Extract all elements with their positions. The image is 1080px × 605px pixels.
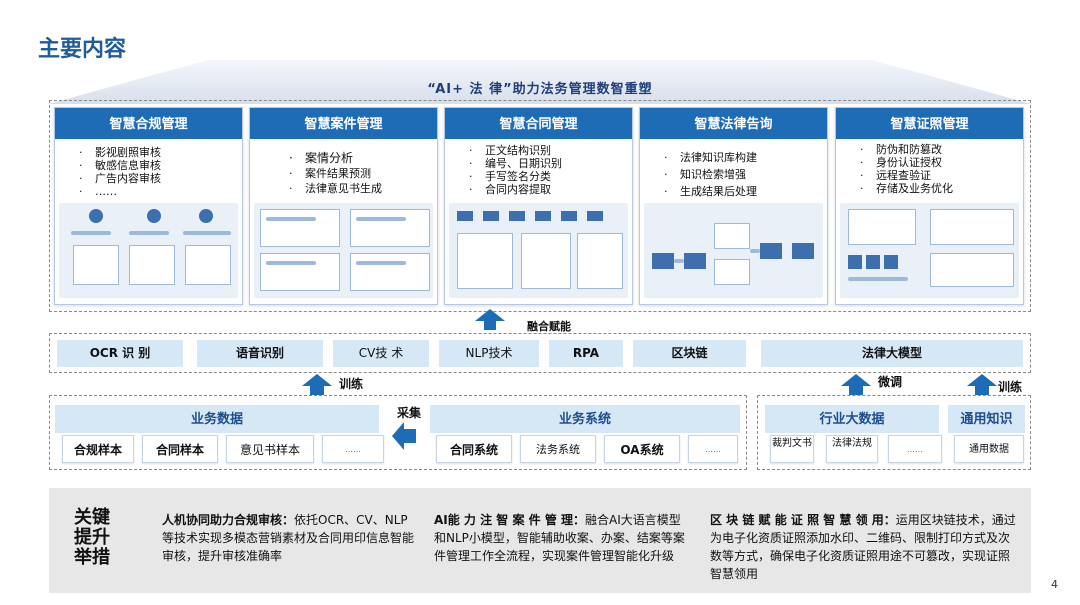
fusion-arrow-stem (484, 320, 496, 330)
card-item: 案情分析 (289, 151, 437, 166)
data-item: 合同样本 (142, 435, 218, 463)
card-item: 身份认证授权 (860, 156, 1023, 169)
data-item: …… (322, 435, 384, 463)
finetune-label: 微调 (878, 375, 903, 389)
general-item: 通用数据 (954, 435, 1024, 463)
train-arrow-icon (302, 374, 332, 386)
card-item: 编号、日期识别 (469, 157, 632, 170)
card-item: 防伪和防篡改 (860, 143, 1023, 156)
fusion-label: 融合赋能 (527, 320, 571, 333)
card-item: 生成结果后处理 (664, 183, 827, 200)
industry-item: …… (888, 435, 942, 463)
business-system-title: 业务系统 (430, 405, 740, 433)
measure-body: 融合AI大语言模型和NLP小模型，智能辅助收案、办案、结案等案件管理工作全流程，… (434, 513, 685, 563)
general-knowledge-title: 通用知识 (948, 405, 1025, 433)
card-item: 正文结构识别 (469, 144, 632, 157)
data-item: 合规样本 (62, 435, 134, 463)
train2-label: 训练 (998, 380, 1023, 394)
roof-caption: “AI+ 法 律”助力法务管理数智重塑 (427, 82, 653, 97)
card-items: 案情分析 案件结果预测 法律意见书生成 (250, 139, 437, 196)
measure-body: 依托OCR、CV、NLP 等技术实现多模态营销素材及合同用印信息智能审核，提升审… (162, 513, 415, 563)
card-item: 广告内容审核 (79, 172, 242, 185)
business-data-title: 业务数据 (55, 405, 379, 433)
collect-label: 采集 (397, 406, 422, 420)
page-title: 主要内容 (38, 37, 127, 62)
card-items: 防伪和防篡改 身份认证授权 远程查验证 存储及业务优化 (836, 139, 1023, 195)
key-measures-label: 关键提升举措 (74, 507, 110, 568)
card-title: 智慧案件管理 (250, 108, 437, 139)
card-item: 案件结果预测 (289, 166, 437, 181)
tech-nlp: NLP技术 (439, 340, 539, 367)
card-title: 智慧法律告询 (640, 108, 827, 139)
card-item: 法律意见书生成 (289, 181, 437, 196)
card-preview-image (840, 203, 1019, 298)
measure-license: 区 块 链 赋 能 证 照 智 慧 领 用：运用区块链技术，通过为电子化资质证照… (710, 511, 1020, 583)
card-preview-image (59, 203, 238, 298)
card-title: 智慧合同管理 (445, 108, 632, 139)
card-item: 远程查验证 (860, 169, 1023, 182)
train2-arrow-icon (967, 374, 997, 386)
measure-compliance: 人机协同助力合规审核：依托OCR、CV、NLP 等技术实现多模态营销素材及合同用… (162, 511, 418, 565)
card-case[interactable]: 智慧案件管理 案情分析 案件结果预测 法律意见书生成 (249, 107, 438, 305)
card-item: 手写签名分类 (469, 170, 632, 183)
card-item: 影视剧照审核 (79, 146, 242, 159)
measure-body: 运用区块链技术，通过为电子化资质证照添加水印、二维码、限制打印方式及次数等方式，… (710, 513, 1016, 581)
card-items: 正文结构识别 编号、日期识别 手写签名分类 合同内容提取 (445, 139, 632, 196)
collect-arrow-icon (392, 422, 404, 450)
measure-case: AI能 力 注 智 案 件 管 理：融合AI大语言模型和NLP小模型，智能辅助收… (434, 511, 686, 565)
tech-legal-llm: 法律大模型 (761, 340, 1023, 367)
industry-item: 裁判文书 (770, 435, 814, 463)
card-title: 智慧合规管理 (55, 108, 242, 139)
system-item: 法务系统 (520, 435, 596, 463)
card-contract[interactable]: 智慧合同管理 正文结构识别 编号、日期识别 手写签名分类 合同内容提取 (444, 107, 633, 305)
train-arrow-stem (310, 386, 324, 395)
card-preview-image (644, 203, 823, 298)
tech-cv: CV技 术 (333, 340, 429, 367)
train2-arrow-stem (975, 386, 989, 395)
external-data-panel (757, 395, 1031, 470)
collect-arrow-stem (404, 429, 416, 443)
card-title: 智慧证照管理 (836, 108, 1023, 139)
fusion-arrow-icon (475, 309, 505, 321)
source-data-panel (49, 395, 747, 470)
card-license[interactable]: 智慧证照管理 防伪和防篡改 身份认证授权 远程查验证 存储及业务优化 (835, 107, 1024, 305)
system-item: …… (688, 435, 738, 463)
card-items: 法律知识库构建 知识检索增强 生成结果后处理 (640, 139, 827, 200)
card-legal-consult[interactable]: 智慧法律告询 法律知识库构建 知识检索增强 生成结果后处理 (639, 107, 828, 305)
finetune-arrow-stem (849, 386, 863, 395)
card-item: 法律知识库构建 (664, 149, 827, 166)
train-label: 训练 (339, 377, 364, 391)
tech-speech: 语音识别 (197, 340, 323, 367)
card-item: 敏感信息审核 (79, 159, 242, 172)
card-item: 知识检索增强 (664, 166, 827, 183)
tech-ocr: OCR 识 别 (57, 340, 183, 367)
data-item: 意见书样本 (226, 435, 314, 463)
measure-head: 区 块 链 赋 能 证 照 智 慧 领 用： (710, 513, 896, 527)
card-item: 存储及业务优化 (860, 182, 1023, 195)
measures-panel (49, 488, 1031, 593)
tech-panel (49, 333, 1031, 373)
roof-shape (48, 60, 1032, 104)
card-item: 合同内容提取 (469, 183, 632, 196)
card-preview-image (449, 203, 628, 298)
system-item: OA系统 (604, 435, 680, 463)
card-preview-image (254, 203, 433, 298)
industry-item: 法律法规 (826, 435, 878, 463)
industry-data-title: 行业大数据 (765, 405, 939, 433)
measure-head: 人机协同助力合规审核： (162, 513, 295, 527)
tech-blockchain: 区块链 (633, 340, 746, 367)
page-number: 4 (1051, 578, 1058, 591)
card-compliance[interactable]: 智慧合规管理 影视剧照审核 敏感信息审核 广告内容审核 …… (54, 107, 243, 305)
measure-head: AI能 力 注 智 案 件 管 理： (434, 513, 585, 527)
application-panel (49, 100, 1031, 312)
tech-rpa: RPA (549, 340, 623, 367)
finetune-arrow-icon (841, 374, 871, 386)
system-item: 合同系统 (436, 435, 512, 463)
card-items: 影视剧照审核 敏感信息审核 广告内容审核 …… (55, 139, 242, 198)
card-item: …… (79, 185, 242, 198)
